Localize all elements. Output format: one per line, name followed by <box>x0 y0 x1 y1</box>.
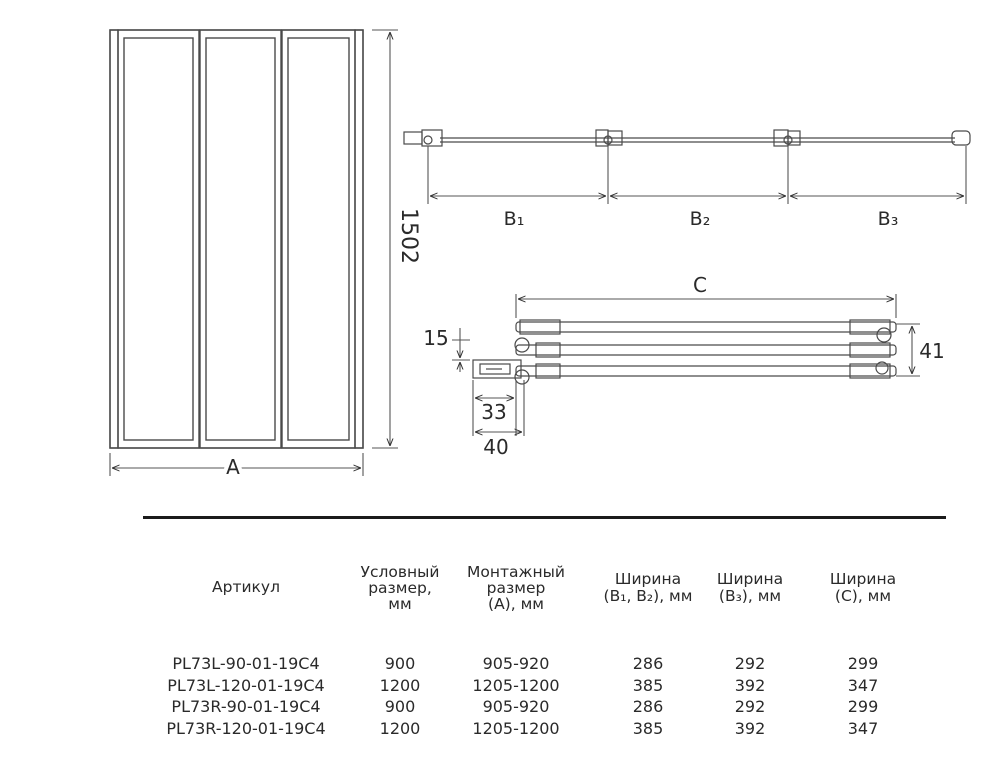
outer-frame <box>109 29 364 449</box>
cell-width-c: 299 <box>847 697 879 716</box>
height-label: 1502 <box>396 208 421 264</box>
wall-profile-folded <box>472 359 522 379</box>
cell-article: PL73L-120-01-19C4 <box>167 676 325 695</box>
width-label: A <box>226 455 240 479</box>
cell-mount: 1205-1200 <box>472 719 560 738</box>
cell-width-b3: 392 <box>734 719 766 738</box>
cell-nominal: 1200 <box>379 719 421 738</box>
width-dimension <box>109 453 364 476</box>
technical-drawing: 1502 A B₁ B₂ B₃ <box>109 29 971 479</box>
cell-article: PL73R-90-01-19C4 <box>171 697 321 716</box>
cell-mount: 905-920 <box>482 654 550 673</box>
b-dimensions <box>427 146 967 204</box>
folded-hinge-1 <box>514 337 530 353</box>
panel-2 <box>199 29 282 449</box>
section-divider <box>143 516 946 519</box>
wall-profile <box>403 131 423 145</box>
d40-label: 40 <box>483 435 508 459</box>
cell-nominal: 1200 <box>379 676 421 695</box>
header-nominal-1: Условный <box>360 563 440 581</box>
cell-nominal: 900 <box>384 697 416 716</box>
d41-label: 41 <box>919 339 944 363</box>
cell-width-c: 347 <box>847 719 879 738</box>
folded-hinge-2 <box>514 369 530 385</box>
header-article: Артикул <box>212 578 280 596</box>
top-view-folded <box>472 319 897 385</box>
header-width-c-1: Ширина <box>829 570 897 588</box>
cell-article: PL73R-120-01-19C4 <box>166 719 326 738</box>
hinge-2 <box>603 135 613 145</box>
end-cap <box>951 130 971 146</box>
cell-width-c: 347 <box>847 676 879 695</box>
cell-article: PL73L-90-01-19C4 <box>172 654 320 673</box>
cell-nominal: 900 <box>384 654 416 673</box>
header-width-b12-2: (B₁, B₂), мм <box>603 587 693 605</box>
height-dimension <box>372 29 398 449</box>
cell-mount: 905-920 <box>482 697 550 716</box>
cell-width-b12: 385 <box>632 676 664 695</box>
cell-width-b3: 292 <box>734 697 766 716</box>
b1-label: B₁ <box>504 208 525 230</box>
b3-label: B₃ <box>878 208 899 230</box>
header-nominal-2: размер, <box>368 579 432 597</box>
header-width-b12-1: Ширина <box>614 570 682 588</box>
left-post <box>109 29 119 449</box>
header-mount-1: Монтажный <box>467 563 565 581</box>
hinge-3 <box>783 135 793 145</box>
c-label: C <box>693 273 707 297</box>
header-width-b3-1: Ширина <box>716 570 784 588</box>
cell-width-b12: 385 <box>632 719 664 738</box>
cell-width-b12: 286 <box>632 697 664 716</box>
folded-hinge-4 <box>875 361 889 375</box>
cell-width-b3: 392 <box>734 676 766 695</box>
top-view-unfolded <box>403 129 971 147</box>
cell-width-b3: 292 <box>734 654 766 673</box>
b2-label: B₂ <box>690 208 711 230</box>
panel-3 <box>281 29 356 449</box>
cell-mount: 1205-1200 <box>472 676 560 695</box>
header-mount-3: (A), мм <box>488 595 544 613</box>
header-width-b3-2: (B₃), мм <box>718 587 782 605</box>
cell-width-c: 299 <box>847 654 879 673</box>
front-view <box>109 29 364 449</box>
header-mount-2: размер <box>486 579 546 597</box>
cell-width-b12: 286 <box>632 654 664 673</box>
d15-label: 15 <box>423 326 448 350</box>
d33-label: 33 <box>481 400 506 424</box>
panel-1 <box>117 29 200 449</box>
header-nominal-3: мм <box>388 595 412 613</box>
hinge-1 <box>423 135 433 145</box>
header-width-c-2: (C), мм <box>834 587 892 605</box>
right-post <box>354 29 364 449</box>
folded-hinge-3 <box>876 327 892 343</box>
folded-dimensions <box>452 294 920 436</box>
